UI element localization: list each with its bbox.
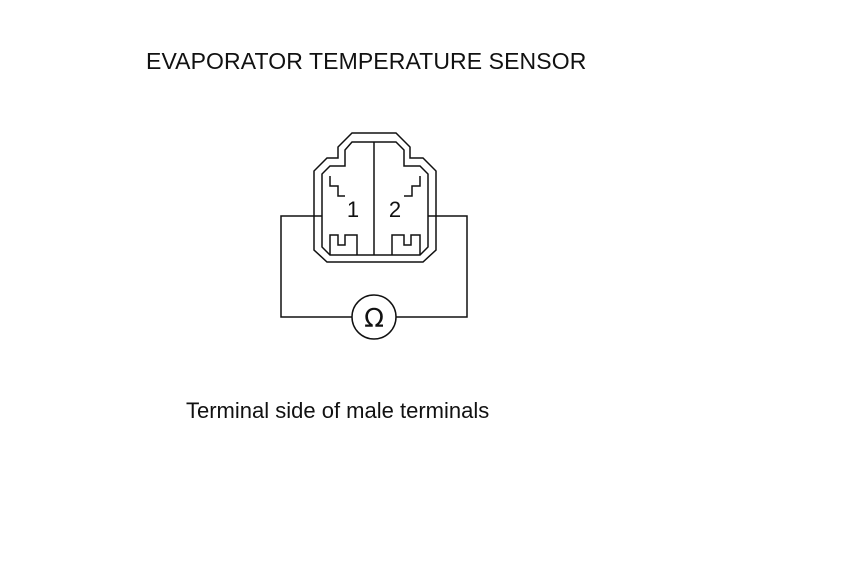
connector-ledge-right: [404, 176, 421, 197]
test-lead-right: [396, 215, 468, 318]
diagram-title: EVAPORATOR TEMPERATURE SENSOR: [146, 48, 587, 74]
pin-2-label: 2: [389, 197, 401, 222]
terminal-cavity-2: [391, 234, 421, 255]
ohmmeter-circle: [351, 294, 397, 340]
ohm-symbol: Ω: [364, 304, 384, 334]
connector-ledge-left: [329, 176, 345, 197]
diagram-caption: Terminal side of male terminals: [186, 398, 490, 423]
terminal-cavity-1: [329, 234, 358, 255]
test-lead-left: [280, 215, 352, 318]
connector-housing-outer: [313, 132, 437, 263]
pin-1-label: 1: [347, 197, 359, 222]
